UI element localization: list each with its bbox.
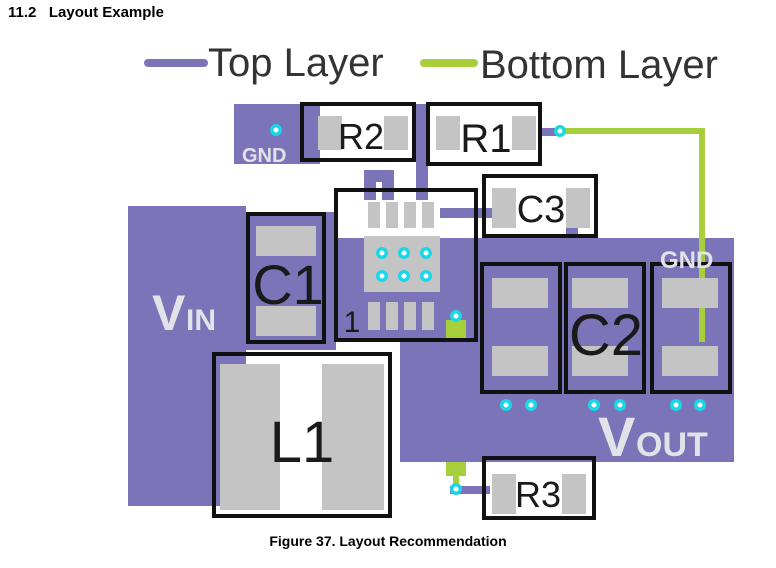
ic-pin-bottom-1 (368, 302, 380, 330)
gnd-left-label: GND (242, 145, 286, 167)
component-pads (220, 116, 718, 514)
trace-ic-feedback-top (366, 170, 394, 182)
c3-outline (482, 174, 598, 238)
c1-label: C1 (252, 253, 324, 316)
c2b-outline (564, 262, 646, 394)
c2b-pad-1 (572, 278, 628, 308)
vin-label-sub: IN (186, 304, 216, 337)
ic-pin-top-1 (368, 202, 380, 228)
ic-pin-bottom-3 (404, 302, 416, 330)
l1-pad-2 (322, 364, 384, 510)
c2a-pad-2 (492, 346, 548, 376)
via-holes (273, 127, 703, 492)
c2c-pad-2 (662, 346, 718, 376)
c2a-outline (480, 262, 562, 394)
component-outlines (212, 102, 732, 520)
c1-outline (246, 212, 326, 344)
r3-label: R3 (515, 474, 561, 515)
pcb-layout-diagram: Top Layer Bottom Layer (128, 41, 734, 520)
ic-pin-bottom-2 (386, 302, 398, 330)
r2-outline (300, 102, 416, 162)
r2-pad-1 (318, 116, 342, 150)
r3-outline (482, 456, 596, 520)
r1-pad-2 (512, 116, 536, 150)
c1-pad-2 (256, 306, 316, 336)
section-heading: 11.2 Layout Example (8, 4, 164, 21)
c2a-pad-1 (492, 278, 548, 308)
trace-bottom-fb (560, 128, 705, 342)
ic-pin-top-3 (404, 202, 416, 228)
legend-top-layer-label: Top Layer (208, 41, 384, 85)
trace-ic-c3 (440, 208, 500, 218)
figure-caption: Figure 37. Layout Recommendation (269, 533, 507, 549)
bottom-pad-ic (446, 320, 466, 338)
r3-pad-1 (492, 474, 516, 514)
c2b-pad-2 (572, 346, 628, 376)
ic-pin-bottom-4 (422, 302, 434, 330)
legend-bottom-layer-label: Bottom Layer (480, 43, 718, 87)
r2-label: R2 (338, 116, 384, 157)
c1-pad-1 (256, 226, 316, 256)
gnd-right-label: GND (660, 247, 713, 274)
c2c-outline (650, 262, 732, 394)
ic-pin-top-2 (386, 202, 398, 228)
vin-label-main: V (152, 285, 186, 341)
section-number: 11.2 (8, 4, 37, 21)
ic-pin-top-4 (422, 202, 434, 228)
c3-pad-2 (566, 188, 590, 228)
l1-label: L1 (270, 410, 335, 475)
trace-r1-ic (416, 104, 428, 200)
trace-r3-via (450, 486, 490, 494)
ic-thermal-pad (364, 236, 440, 292)
vout-label-main: V (598, 405, 635, 468)
l1-outline (212, 352, 392, 518)
section-title: Layout Example (48, 4, 164, 21)
trace-r1-via (540, 128, 562, 136)
c3-pad-1 (492, 188, 516, 228)
r1-label: R1 (460, 117, 511, 161)
c2-label: C2 (569, 303, 643, 368)
r1-pad-1 (436, 116, 460, 150)
l1-pad-1 (220, 364, 280, 510)
ic-outline (334, 188, 478, 342)
c3-label: C3 (517, 189, 566, 231)
ic-pin1-marker: 1 (344, 306, 361, 339)
c2c-pad-1 (662, 278, 718, 308)
r2-pad-2 (384, 116, 408, 150)
r1-outline (426, 102, 542, 166)
vout-label-sub: OUT (636, 426, 708, 464)
bottom-pad-r3 (446, 462, 466, 476)
r3-pad-2 (562, 474, 586, 514)
